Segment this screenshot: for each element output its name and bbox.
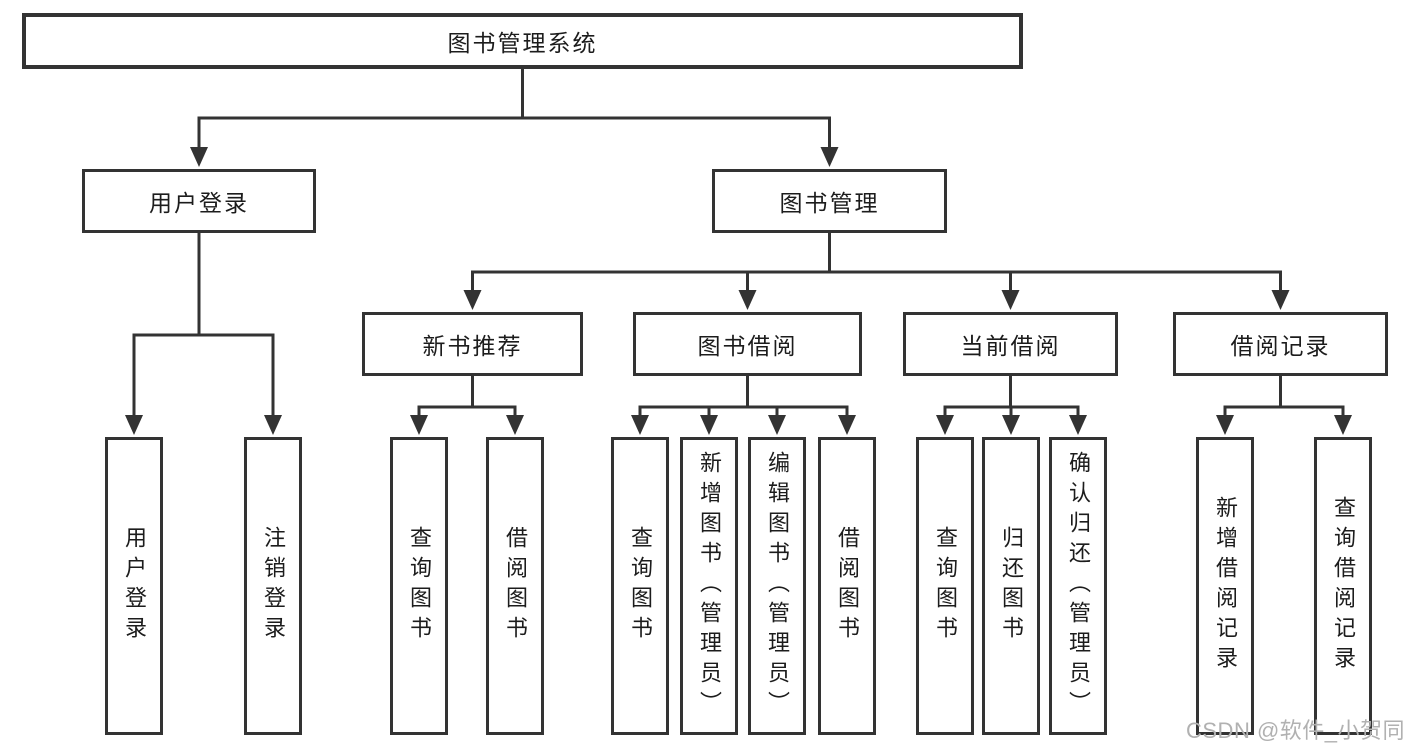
node-label: 归还图书 — [999, 526, 1024, 646]
node-label: 注销登录 — [261, 526, 286, 646]
node-label: 查询图书 — [407, 526, 432, 646]
node-label: 查询图书 — [933, 526, 958, 646]
node-user-login: 用户登录 — [82, 169, 316, 233]
node-label: 图书管理系统 — [447, 30, 598, 56]
node-borrowing-records: 借阅记录 — [1173, 312, 1388, 376]
leaf-return-books: 归还图书 — [982, 437, 1040, 735]
leaf-borrow-books-1: 借阅图书 — [486, 437, 544, 735]
leaf-borrow-books-2: 借阅图书 — [818, 437, 876, 735]
leaf-user-login: 用户登录 — [105, 437, 163, 735]
node-label: 借阅记录 — [1230, 333, 1331, 359]
leaf-edit-books-admin: 编辑图书（管理员） — [748, 437, 806, 735]
leaf-query-books-1: 查询图书 — [390, 437, 448, 735]
node-library-management-system: 图书管理系统 — [22, 13, 1023, 69]
node-label: 图书借阅 — [697, 333, 798, 359]
node-current-borrowing: 当前借阅 — [903, 312, 1118, 376]
node-label: 确认归还（管理员） — [1066, 451, 1091, 721]
node-new-book-recommendation: 新书推荐 — [362, 312, 583, 376]
node-label: 借阅图书 — [503, 526, 528, 646]
node-label: 新增借阅记录 — [1213, 496, 1238, 676]
node-label: 新书推荐 — [422, 333, 523, 359]
leaf-confirm-return-admin: 确认归还（管理员） — [1049, 437, 1107, 735]
node-label: 编辑图书（管理员） — [765, 451, 790, 721]
node-label: 查询图书 — [628, 526, 653, 646]
leaf-query-books-3: 查询图书 — [916, 437, 974, 735]
leaf-query-books-2: 查询图书 — [611, 437, 669, 735]
leaf-query-borrow-record: 查询借阅记录 — [1314, 437, 1372, 735]
leaf-logout: 注销登录 — [244, 437, 302, 735]
leaf-add-borrow-record: 新增借阅记录 — [1196, 437, 1254, 735]
node-label: 新增图书（管理员） — [697, 451, 722, 721]
node-label: 借阅图书 — [835, 526, 860, 646]
node-label: 用户登录 — [122, 526, 147, 646]
node-book-borrowing: 图书借阅 — [633, 312, 862, 376]
node-label: 用户登录 — [149, 190, 249, 216]
node-book-management: 图书管理 — [712, 169, 947, 233]
leaf-add-books-admin: 新增图书（管理员） — [680, 437, 738, 735]
node-label: 图书管理 — [779, 190, 880, 216]
node-label: 当前借阅 — [960, 333, 1061, 359]
node-label: 查询借阅记录 — [1331, 496, 1356, 676]
csdn-watermark: CSDN @软件_小贺同学 — [1186, 718, 1405, 743]
